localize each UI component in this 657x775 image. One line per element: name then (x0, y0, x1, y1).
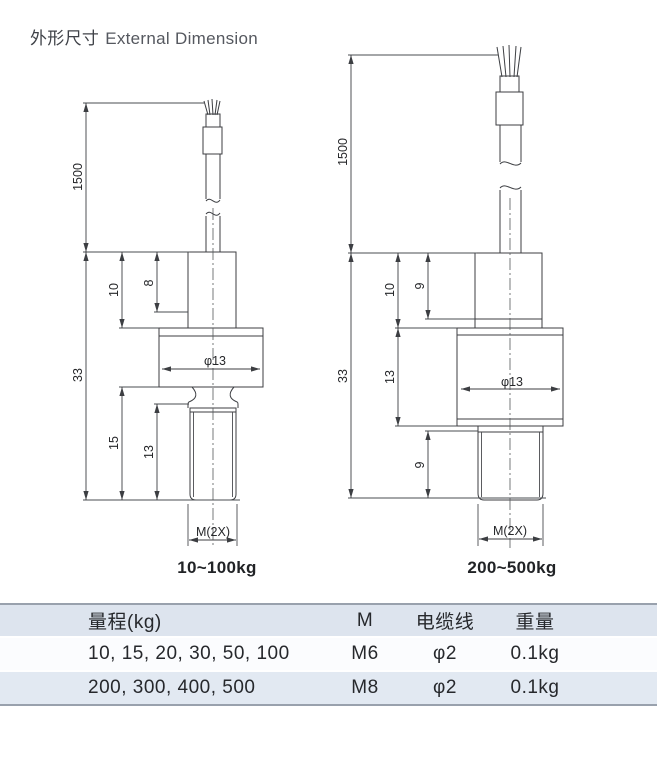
dim-cable-length: 1500 (336, 138, 350, 166)
cable-wires (496, 44, 522, 78)
title-zh: 外形尺寸 (30, 29, 100, 48)
dimension-drawings: 1500 33 10 8 15 13 φ13 M(2X) 10~100kg (71, 44, 564, 577)
dim-body-diameter: φ13 (501, 375, 523, 389)
cell-cable: φ2 (433, 643, 457, 664)
page-title: 外形尺寸 External Dimension (30, 24, 258, 49)
dim-body-height: 13 (383, 370, 397, 384)
cell-weight: 0.1kg (510, 677, 560, 698)
col-header-thread: M (356, 609, 374, 631)
table-row: 200, 300, 400, 500 M8 φ2 0.1kg (0, 672, 657, 704)
extension-lines (83, 102, 240, 546)
dim-top-thread: 8 (142, 279, 156, 286)
thread-callout: M(2X) (196, 525, 230, 539)
range-label-left: 10~100kg (177, 558, 256, 577)
dim-top-thread: 9 (413, 282, 427, 289)
col-header-weight: 重量 (515, 612, 555, 633)
thread-callout: M(2X) (493, 524, 527, 538)
dim-bottom-thread: 9 (413, 461, 427, 468)
table-row: 10, 15, 20, 30, 50, 100 M6 φ2 0.1kg (0, 638, 657, 672)
title-en: External Dimension (105, 29, 258, 48)
range-label-right: 200~500kg (467, 558, 556, 577)
cell-range: 10, 15, 20, 30, 50, 100 (88, 643, 290, 664)
dim-top-length: 10 (107, 283, 121, 297)
dim-bottom-thread: 13 (142, 445, 156, 459)
dim-total-length: 33 (71, 368, 85, 382)
col-header-cable: 电缆线 (415, 612, 475, 633)
cable-connector (202, 113, 223, 252)
sensor-body (158, 208, 264, 548)
dim-cable-length: 1500 (71, 163, 85, 191)
right-drawing: 1500 33 10 9 13 9 φ13 M(2X) 200~500kg (336, 44, 564, 577)
col-header-range: 量程(kg) (88, 612, 162, 633)
dimension-lines (83, 103, 260, 543)
cable-wires (203, 98, 221, 116)
sensor-body (456, 198, 564, 548)
spec-table: 量程(kg) M 电缆线 重量 10, 15, 20, 30, 50, 100 … (0, 603, 657, 706)
cell-cable: φ2 (433, 677, 457, 698)
extension-lines (348, 54, 546, 546)
dim-top-length: 10 (383, 283, 397, 297)
cell-weight: 0.1kg (510, 643, 560, 664)
left-drawing: 1500 33 10 8 15 13 φ13 M(2X) 10~100kg (71, 98, 264, 577)
cell-range: 200, 300, 400, 500 (88, 677, 256, 698)
dim-total-length: 33 (336, 369, 350, 383)
table-header-row: 量程(kg) M 电缆线 重量 (0, 605, 657, 638)
cell-thread: M6 (351, 643, 379, 664)
dim-bottom-length: 15 (107, 436, 121, 450)
dimension-lines (348, 55, 560, 542)
cable-connector (495, 75, 524, 253)
cell-thread: M8 (351, 677, 379, 698)
dim-body-diameter: φ13 (204, 354, 226, 368)
